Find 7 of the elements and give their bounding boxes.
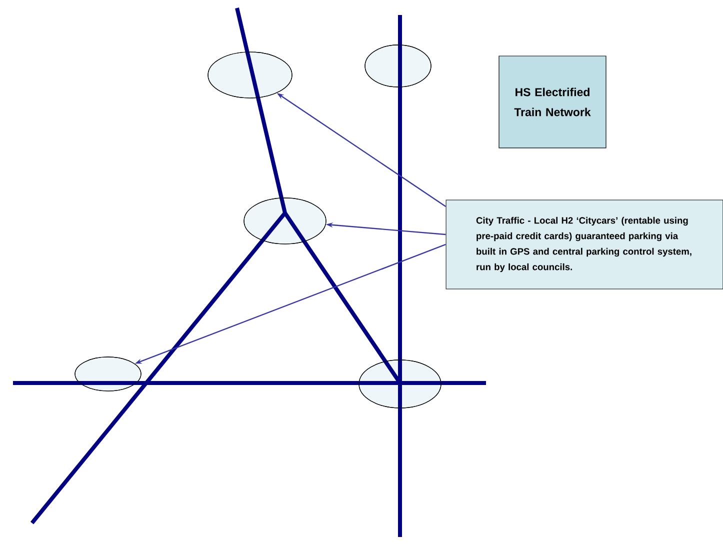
station-ellipse (358, 360, 442, 408)
title-box: HS Electrified Train Network (498, 56, 606, 148)
station-ellipse (364, 44, 432, 88)
callout-box: City Traffic - Local H2 ‘Citycars’ (rentable using pre-paid credit cards) guaranteed parking via built in GPS and central parking control system, run by local councils. (446, 200, 723, 290)
station-ellipse (208, 52, 292, 98)
station-ellipse (74, 356, 142, 392)
station-ellipse (244, 198, 326, 244)
